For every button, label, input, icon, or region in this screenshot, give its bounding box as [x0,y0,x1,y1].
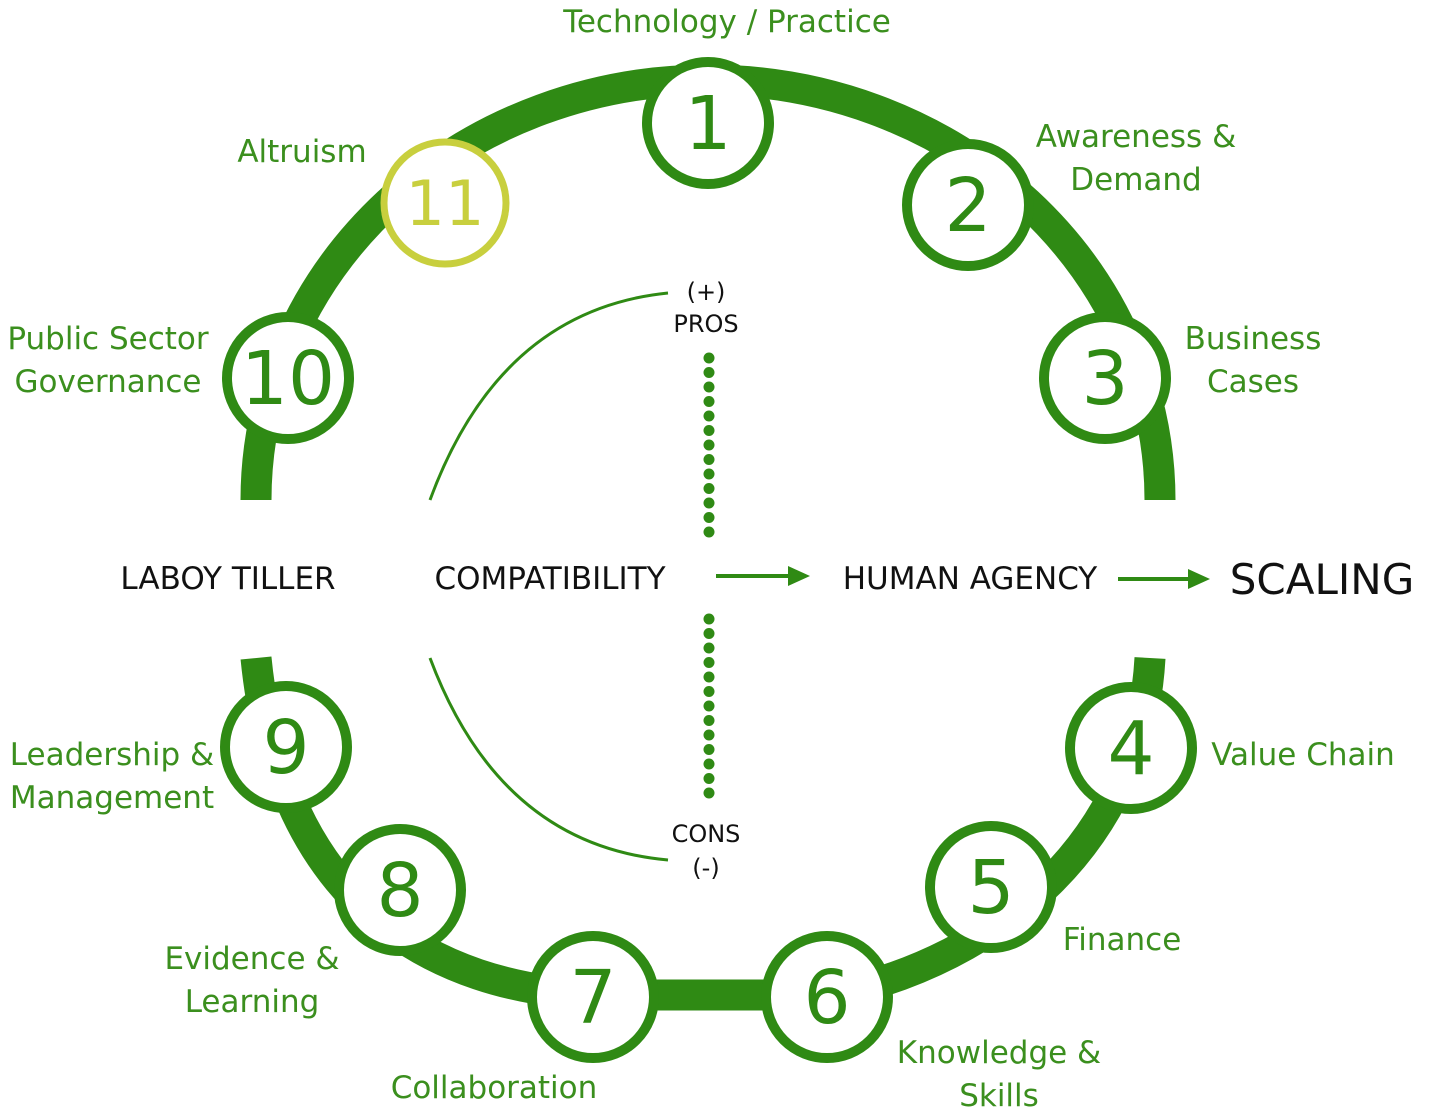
factor-2-label-line-2: Demand [1070,162,1201,198]
factor-7-number: 7 [569,955,616,1041]
factor-6-node: 6 [761,931,893,1063]
factor-7-label: Collaboration [391,1070,598,1106]
factor-10-node: 10 [222,312,354,444]
dot [703,686,715,697]
factor-9-label-line-1: Leadership & [10,737,214,773]
dot [703,483,715,494]
dot [703,410,715,422]
human-agency-label: HUMAN AGENCY [843,561,1098,597]
dot [703,367,715,378]
factor-3-label-line-1: Business [1185,321,1322,357]
dot [703,425,715,436]
factor-6-label-line-1: Knowledge & [897,1035,1101,1071]
dot [703,729,715,741]
dot [703,512,715,523]
cons-sign: (-) [692,854,719,882]
dot [703,787,715,799]
factor-11-node: 11 [380,138,510,268]
cons-dotted-line [703,613,715,799]
factor-5-label: Finance [1063,922,1182,958]
factor-2-number: 2 [944,163,991,249]
dot [703,657,715,668]
factor-11-label: Altruism [237,134,366,170]
pros-label: PROS [673,310,738,338]
subject-label: LABOY TILLER [120,561,335,597]
dot [703,381,715,393]
dot [703,744,715,755]
factor-6-label-line-2: Skills [959,1078,1039,1113]
dot [703,439,715,451]
arrow-to-scaling [1118,569,1210,589]
factor-3-number: 3 [1081,336,1128,422]
dot [703,671,715,683]
factor-7-node: 7 [527,931,659,1063]
factor-9-node: 9 [220,681,352,813]
dot [703,526,715,538]
dot [703,454,715,465]
factor-4-label: Value Chain [1211,737,1395,773]
compatibility-label: COMPATIBILITY [434,561,665,597]
dot [703,497,715,509]
factor-9-label-line-2: Management [10,780,214,816]
dot [703,758,715,770]
factor-6-number: 6 [803,955,850,1041]
inner-lower-arc [428,657,669,862]
dot [703,628,715,639]
pros-sign: (+) [687,278,726,306]
factor-1-node: 1 [642,57,774,189]
factor-5-number: 5 [967,845,1014,931]
factor-4-node: 4 [1065,682,1197,814]
inner-upper-arc [428,291,669,501]
factor-8-node: 8 [334,824,466,956]
factor-1-number: 1 [684,81,731,167]
dot [703,396,715,407]
dot [703,773,715,784]
factor-8-number: 8 [376,848,423,934]
dot [703,642,715,654]
factor-3-node: 3 [1039,312,1171,444]
dot [703,715,715,726]
cons-label: CONS [672,820,741,848]
dot [703,613,715,625]
dot [703,700,715,712]
factor-10-label-line-1: Public Sector [7,321,209,357]
factor-5-node: 5 [925,821,1057,953]
factor-4-number: 4 [1107,706,1154,792]
factor-10-number: 10 [241,336,335,422]
factor-3-label-line-2: Cases [1207,364,1299,400]
factor-8-label-line-1: Evidence & [164,941,339,977]
arrow-to-human-agency [716,566,810,586]
pros-dotted-line [703,352,715,538]
factor-11-number: 11 [406,167,485,240]
scaling-label: SCALING [1230,555,1414,604]
factor-2-label-line-1: Awareness & [1036,119,1237,155]
factor-2-node: 2 [902,139,1034,271]
factor-10-label-line-2: Governance [14,364,201,400]
dot [703,352,715,364]
dot [703,468,715,480]
factor-8-label-line-2: Learning [185,984,320,1020]
factor-1-label: Technology / Practice [562,4,891,40]
factor-9-number: 9 [262,705,309,791]
